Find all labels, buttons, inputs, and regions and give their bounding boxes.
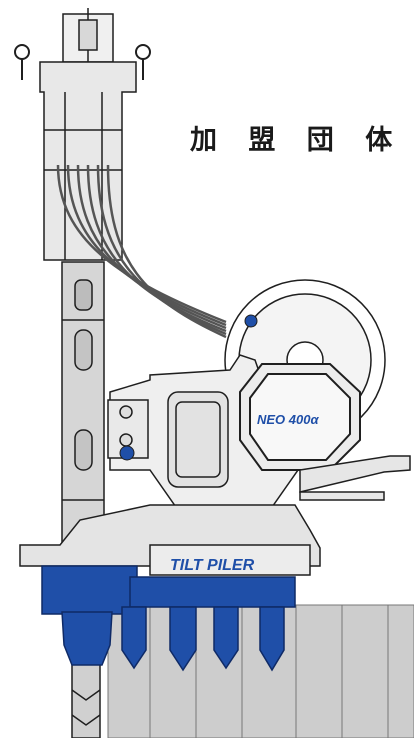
model-label: NEO 400α — [257, 412, 319, 427]
brand-label: TILT PILER — [170, 557, 255, 574]
rotary-unit — [239, 363, 361, 471]
hydraulic-hoses — [56, 164, 227, 339]
page-heading: 加 盟 団 体 — [190, 125, 404, 156]
lifting-shackles — [14, 44, 151, 80]
blue-pivots — [119, 314, 258, 461]
saddle-base — [19, 504, 321, 576]
jib-arm — [299, 455, 411, 501]
clamp-assembly — [41, 565, 296, 672]
